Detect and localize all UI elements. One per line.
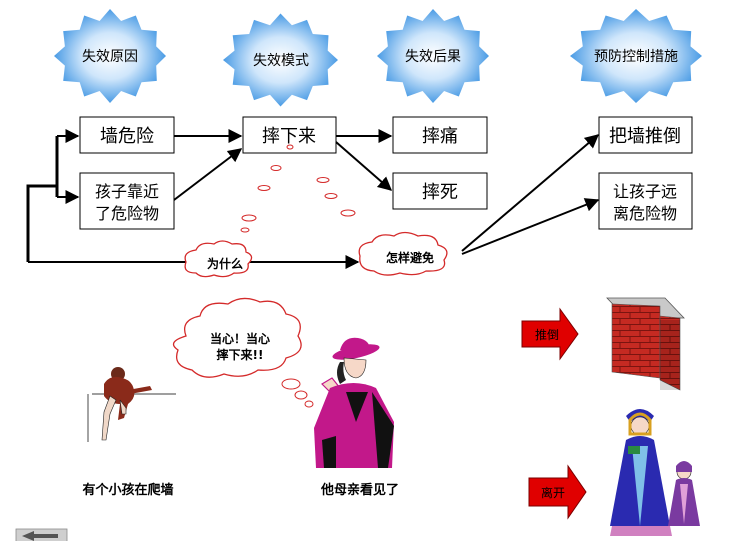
caption-mother: 他母亲看见了 <box>320 482 399 498</box>
header-cause-text: 失效原因 <box>82 49 138 65</box>
effect-box-pain: 摔痛 <box>392 116 488 154</box>
arrow-mode-to-death <box>335 141 393 191</box>
arrow-child-to-mode <box>173 148 243 201</box>
effect-death-text: 摔死 <box>422 182 458 203</box>
arrow-how-to-push <box>461 134 600 252</box>
cloud-how-text: 怎样避免 <box>386 250 434 265</box>
header-control-text: 预防控制措施 <box>594 49 678 65</box>
mode-box: 摔下来 <box>242 116 337 154</box>
push-arrow-icon: 推倒 <box>521 307 579 361</box>
mode-text: 摔下来 <box>262 126 316 147</box>
thought-trail <box>240 144 356 233</box>
arrow-how-to-away <box>461 198 600 255</box>
mother-icon <box>314 337 394 468</box>
header-mode-text: 失效模式 <box>253 53 309 69</box>
control-box-push: 把墙推倒 <box>598 116 693 154</box>
speech-line2: 摔下来!! <box>217 347 264 362</box>
control-box-away: 让孩子远 离危险物 <box>598 172 693 230</box>
away-arrow-text: 离开 <box>541 485 565 500</box>
header-effect-text: 失效后果 <box>405 49 461 65</box>
feedback-line <box>26 184 57 262</box>
cause-box-wall: 墙危险 <box>79 116 175 154</box>
cloud-why: 为什么 <box>184 240 253 278</box>
away-arrow-icon: 离开 <box>528 464 587 520</box>
header-starburst-control: 预防控制措施 <box>570 9 702 103</box>
flow-connectors <box>26 129 600 269</box>
cause-child-line1: 孩子靠近 <box>95 182 159 201</box>
cloud-how: 怎样避免 <box>358 231 448 276</box>
cause-child-line2: 了危险物 <box>95 204 159 223</box>
control-away-line1: 让孩子远 <box>613 182 677 201</box>
control-push-text: 把墙推倒 <box>609 126 681 147</box>
push-arrow-text: 推倒 <box>535 328 559 342</box>
control-away-line2: 离危险物 <box>613 204 677 223</box>
nav-back-icon[interactable] <box>15 528 68 541</box>
brick-wall-icon <box>606 297 685 391</box>
effect-box-death: 摔死 <box>392 172 488 210</box>
effect-pain-text: 摔痛 <box>422 126 458 147</box>
cloud-why-text: 为什么 <box>207 256 243 271</box>
speech-cloud: 当心！当心 摔下来!! <box>172 297 314 408</box>
caption-child: 有个小孩在爬墙 <box>82 482 173 498</box>
child-climbing-icon <box>87 367 176 442</box>
mother-and-child-icon <box>610 409 700 536</box>
header-starburst-cause: 失效原因 <box>54 9 166 103</box>
header-starburst-mode: 失效模式 <box>223 13 338 107</box>
header-starburst-effect: 失效后果 <box>377 9 489 103</box>
cause-wall-text: 墙危险 <box>100 126 154 147</box>
speech-line1: 当心！当心 <box>210 331 270 346</box>
cause-box-child: 孩子靠近 了危险物 <box>79 172 175 230</box>
